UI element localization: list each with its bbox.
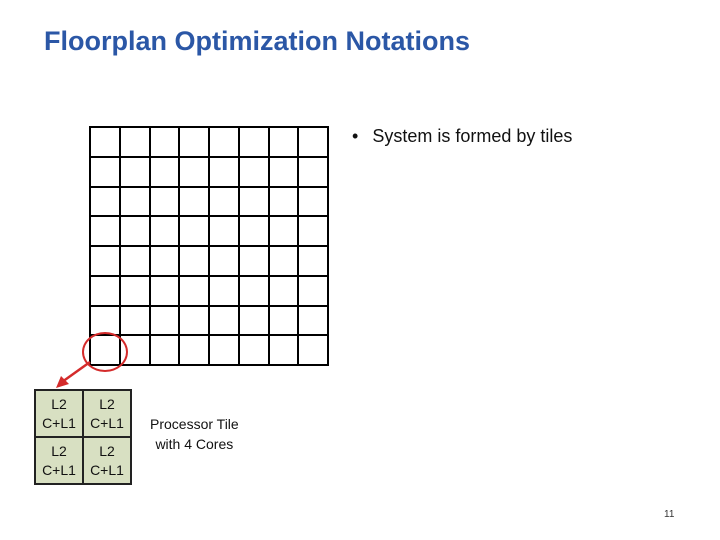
grid-tile xyxy=(119,305,150,336)
grid-tile xyxy=(238,335,269,365)
grid-tile xyxy=(119,186,150,217)
tile-caption: Processor Tile with 4 Cores xyxy=(150,414,239,454)
core-cell: L2 C+L1 xyxy=(83,437,131,484)
grid-tile xyxy=(119,216,150,246)
grid-tile xyxy=(90,127,120,157)
grid-tile xyxy=(119,246,150,276)
grid-tile xyxy=(298,246,328,276)
grid-tile xyxy=(268,246,299,276)
bullet-marker: • xyxy=(352,126,359,146)
core-label: C+L1 xyxy=(90,461,124,478)
slide-title: Floorplan Optimization Notations xyxy=(44,26,470,56)
grid-tile xyxy=(179,305,209,336)
grid-tile xyxy=(179,186,209,217)
grid-tile xyxy=(238,246,269,276)
grid-tile xyxy=(149,305,180,336)
grid-tile xyxy=(298,156,328,187)
grid-tile xyxy=(238,216,269,246)
cache-label: L2 xyxy=(99,442,115,459)
grid-tile xyxy=(90,275,120,306)
core-label: C+L1 xyxy=(42,461,76,478)
grid-tile xyxy=(298,186,328,217)
core-cell: L2 C+L1 xyxy=(83,390,131,437)
grid-tile xyxy=(268,216,299,246)
grid-tile xyxy=(149,275,180,306)
grid-tile xyxy=(90,156,120,187)
grid-tile xyxy=(209,156,239,187)
grid-tile xyxy=(209,275,239,306)
grid-tile xyxy=(238,156,269,187)
highlight-circle xyxy=(82,332,128,372)
grid-tile xyxy=(149,127,180,157)
grid-tile xyxy=(268,186,299,217)
grid-tile xyxy=(149,156,180,187)
grid-tile xyxy=(209,246,239,276)
bullet-item: • System is formed by tiles xyxy=(352,126,572,147)
grid-tile xyxy=(268,127,299,157)
grid-tile xyxy=(238,305,269,336)
grid-tile xyxy=(90,216,120,246)
cache-label: L2 xyxy=(51,442,67,459)
grid-tile xyxy=(298,305,328,336)
caption-line: Processor Tile xyxy=(150,416,239,432)
grid-tile xyxy=(268,305,299,336)
grid-tile xyxy=(179,275,209,306)
grid-tile xyxy=(238,275,269,306)
cache-label: L2 xyxy=(99,395,115,412)
grid-tile xyxy=(209,186,239,217)
grid-tile xyxy=(119,275,150,306)
grid-tile xyxy=(149,246,180,276)
caption-line: with 4 Cores xyxy=(155,436,234,452)
grid-tile xyxy=(119,156,150,187)
grid-tile xyxy=(209,216,239,246)
grid-tile xyxy=(298,216,328,246)
grid-tile xyxy=(149,335,180,365)
grid-tile xyxy=(209,127,239,157)
grid-tile xyxy=(149,186,180,217)
grid-tile xyxy=(209,305,239,336)
grid-tile xyxy=(298,275,328,306)
grid-tile xyxy=(90,246,120,276)
grid-tile xyxy=(179,246,209,276)
grid-tile xyxy=(298,335,328,365)
page-number: 11 xyxy=(664,509,675,520)
grid-tile xyxy=(268,335,299,365)
core-cell: L2 C+L1 xyxy=(35,390,83,437)
grid-tile xyxy=(179,127,209,157)
grid-tile xyxy=(209,335,239,365)
grid-tile xyxy=(238,127,269,157)
grid-tile xyxy=(90,186,120,217)
processor-tile: L2 C+L1 L2 C+L1 L2 C+L1 L2 C+L1 xyxy=(34,389,132,485)
cache-label: L2 xyxy=(51,395,67,412)
grid-tile xyxy=(268,275,299,306)
grid-tile xyxy=(298,127,328,157)
grid-tile xyxy=(179,216,209,246)
grid-tile xyxy=(149,216,180,246)
grid-tile xyxy=(238,186,269,217)
core-label: C+L1 xyxy=(90,414,124,431)
grid-tile xyxy=(119,127,150,157)
grid-tile xyxy=(179,156,209,187)
core-label: C+L1 xyxy=(42,414,76,431)
grid-tile xyxy=(179,335,209,365)
core-cell: L2 C+L1 xyxy=(35,437,83,484)
bullet-text: System is formed by tiles xyxy=(372,126,573,146)
grid-tile xyxy=(268,156,299,187)
